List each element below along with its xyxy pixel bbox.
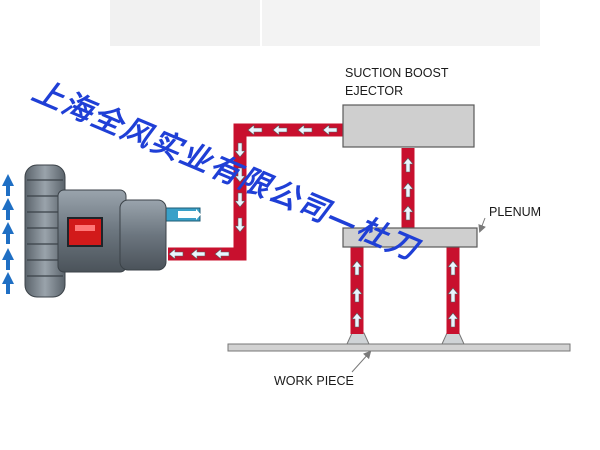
flow-arrow-icon — [168, 248, 184, 260]
exhaust-arrow-icon — [2, 222, 14, 244]
suction-boost-ejector-box — [342, 104, 475, 148]
work-piece-label: WORK PIECE — [274, 374, 354, 388]
bg-panel — [110, 0, 260, 46]
exhaust-arrow-icon — [2, 248, 14, 270]
plenum-pointer — [478, 217, 486, 233]
flow-arrow-icon — [272, 124, 288, 136]
flow-arrow-icon — [234, 192, 246, 208]
blower-terminal-box — [67, 217, 103, 247]
flow-arrow-icon — [234, 167, 246, 183]
outlet-arrow-icon — [178, 209, 201, 220]
exhaust-arrow-icon — [2, 198, 14, 220]
work-piece-plate — [227, 343, 571, 352]
flow-arrow-icon — [351, 287, 363, 303]
flow-arrows — [168, 124, 459, 328]
ejector-label-line2: EJECTOR — [345, 84, 404, 98]
bg-panel — [262, 0, 540, 46]
flow-arrow-icon — [402, 182, 414, 198]
flow-arrow-icon — [234, 217, 246, 233]
flow-arrow-icon — [297, 124, 313, 136]
exhaust-arrows — [2, 174, 14, 294]
flow-arrow-icon — [322, 124, 338, 136]
flow-arrow-icon — [247, 124, 263, 136]
flow-arrow-icon — [402, 157, 414, 173]
suction-cup — [346, 332, 370, 345]
plenum-label: PLENUM — [489, 205, 542, 219]
flow-arrow-icon — [190, 248, 206, 260]
ejector-label-line1: SUCTION BOOST — [345, 66, 449, 80]
flow-arrow-icon — [447, 287, 459, 303]
exhaust-arrow-icon — [2, 272, 14, 294]
terminal-box-plate — [75, 225, 95, 231]
plenum-box — [342, 227, 478, 248]
flow-arrow-icon — [447, 312, 459, 328]
flow-arrow-icon — [447, 260, 459, 276]
suction-cup — [441, 332, 465, 345]
flow-arrow-icon — [351, 312, 363, 328]
blower-fin-lines — [27, 179, 63, 277]
blower-end-cap — [119, 199, 167, 271]
exhaust-arrow-icon — [2, 174, 14, 196]
flow-arrow-icon — [214, 248, 230, 260]
flow-arrow-icon — [351, 260, 363, 276]
regenerative-blower-icon — [24, 164, 201, 298]
flow-arrow-icon — [402, 205, 414, 221]
flow-arrow-icon — [234, 142, 246, 158]
work-piece-pointer — [351, 350, 372, 373]
